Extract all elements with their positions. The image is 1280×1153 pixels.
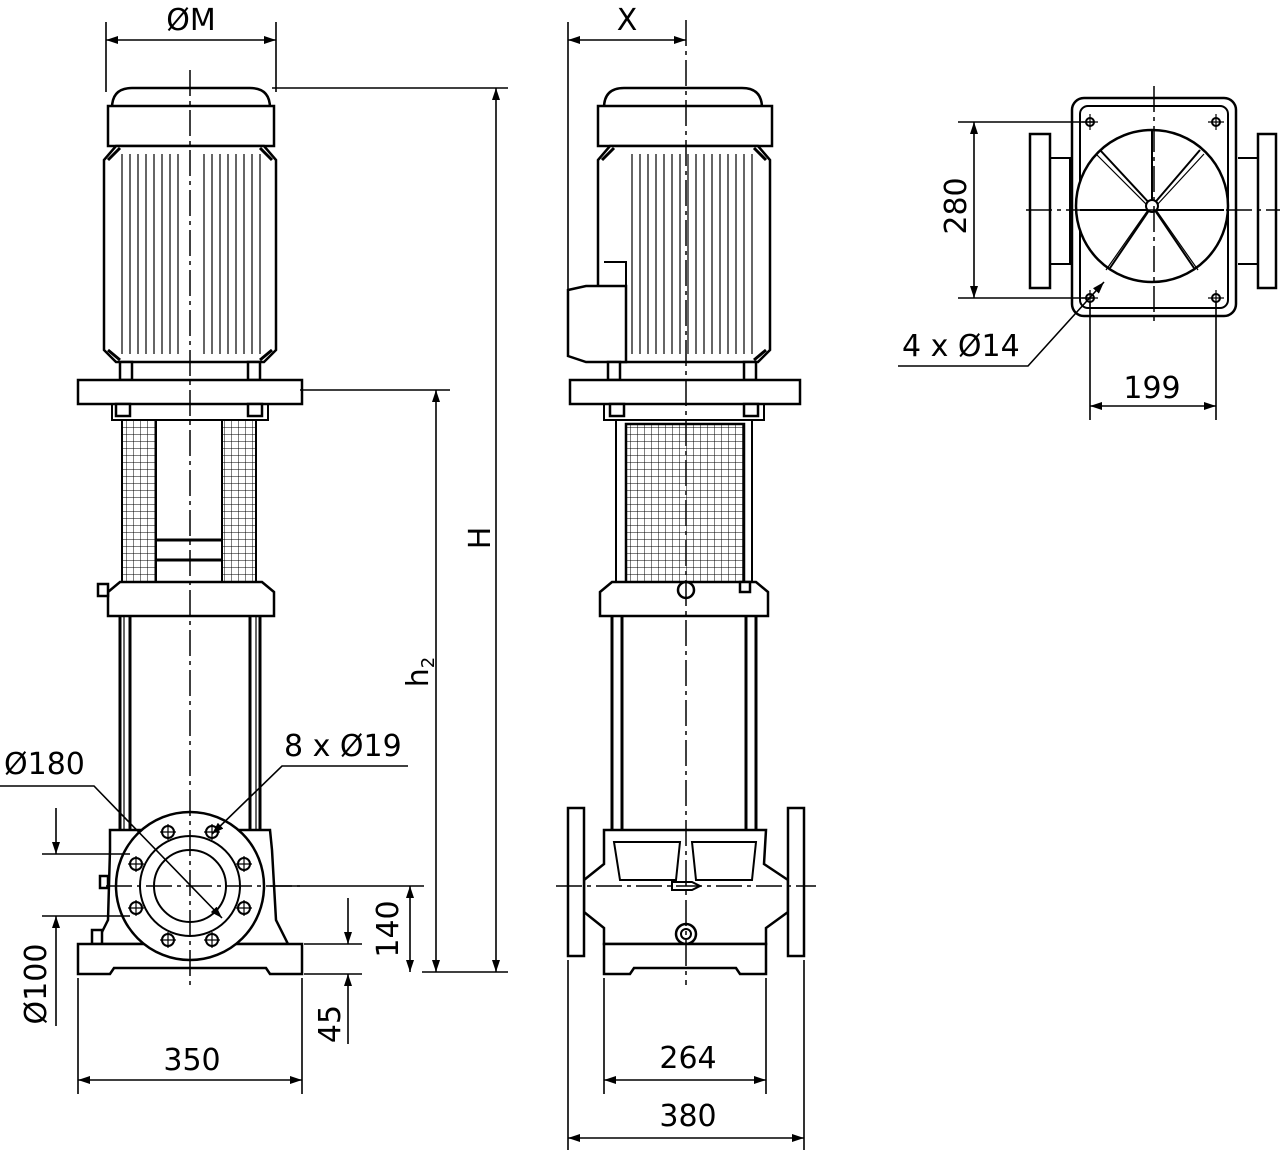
front-motor-band [106, 104, 276, 148]
front-coupling-shaft [155, 419, 223, 589]
side-flange-left [566, 806, 586, 958]
side-flange-right [786, 806, 806, 958]
front-flange-bolts [128, 824, 252, 948]
front-dimensions: ØM H h2 140 45 Ø100 350 Ø180 8 x Ø19 [0, 3, 508, 1094]
dim-motor-diameter: ØM [166, 3, 216, 38]
front-tie-rods [118, 616, 262, 830]
dim-flange-outer: Ø180 [4, 747, 85, 782]
side-tie-rods [610, 616, 758, 830]
dim-inlet-height-sub: 2 [418, 657, 439, 668]
top-flange-right [1256, 132, 1278, 290]
side-terminal-box [566, 284, 628, 364]
dim-flange-span: 380 [659, 1099, 716, 1134]
dim-motor-offset: X [617, 3, 638, 38]
top-mount-holes [1082, 114, 1224, 306]
side-view [556, 20, 816, 985]
dim-base-height: 45 [313, 1005, 348, 1043]
top-flange-left [1028, 132, 1052, 290]
dim-port-diameter: Ø100 [19, 944, 54, 1025]
front-motor-cap [110, 86, 272, 110]
svg-text:h2: h2 [401, 657, 439, 687]
dim-overall-height: H [463, 527, 498, 550]
front-view [76, 70, 304, 985]
side-motor-band [596, 104, 774, 148]
dim-flange-bolts: 8 x Ø19 [284, 729, 402, 764]
dim-mount-holes: 4 x Ø14 [902, 329, 1020, 364]
dim-outlet-height: 140 [371, 900, 406, 957]
side-dimensions: X 264 380 [567, 3, 805, 1150]
side-motor-body [596, 144, 772, 364]
side-motor-fins [600, 146, 768, 362]
front-pump-head [106, 580, 276, 618]
dim-foot-spacing: 264 [659, 1041, 716, 1076]
side-motor-cap [602, 86, 764, 110]
side-motor-flange [568, 378, 802, 406]
dim-inlet-height: h [401, 668, 436, 687]
dim-base-width: 350 [163, 1043, 220, 1078]
dim-hole-spacing-y: 280 [939, 177, 974, 234]
top-view [1026, 86, 1280, 326]
front-coupling-guard-right [221, 419, 257, 589]
side-coupling-guard [624, 422, 746, 590]
dim-hole-spacing-x: 199 [1123, 371, 1180, 406]
front-coupling-guard-left [121, 419, 157, 589]
top-dimensions: 280 4 x Ø14 199 [898, 121, 1217, 420]
front-motor-fins [106, 146, 274, 362]
side-base-plate [602, 942, 768, 976]
